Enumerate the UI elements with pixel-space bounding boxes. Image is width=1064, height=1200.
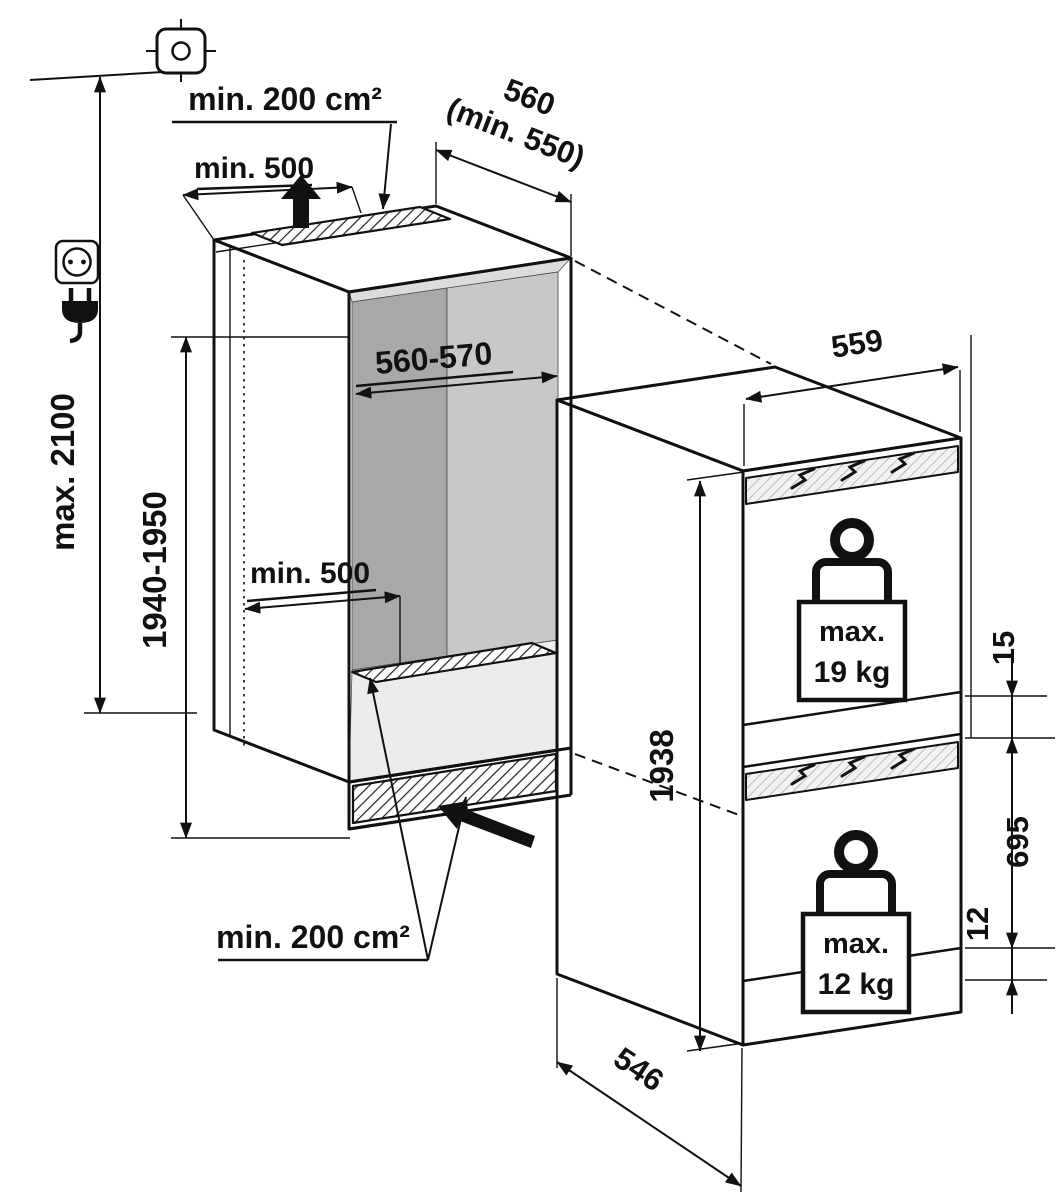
dim-overall-height: max. 2100 <box>44 76 197 714</box>
niche-left-face <box>212 238 351 784</box>
lower-door-weight-prefix: max. <box>823 928 889 960</box>
niche-interior-back-wall <box>446 271 559 657</box>
appliance-height-label: 1938 <box>643 729 680 802</box>
lower-door-trim <box>745 741 959 801</box>
upper-door-weight-prefix: max. <box>819 616 885 648</box>
niche-slab-bottom-edge <box>348 793 572 831</box>
appliance-drawing: max. 19 kg max. 12 kg <box>555 365 963 1047</box>
upper-door-weight-icon: max. 19 kg <box>796 518 908 703</box>
upper-door-weight-label: 19 kg <box>814 656 891 689</box>
power-plug-icon <box>62 288 98 344</box>
dim-right-chain: 15 695 12 <box>960 631 1055 1014</box>
upper-door-trim <box>745 445 959 505</box>
lower-door-height-label: 695 <box>1000 816 1035 868</box>
niche-drawing <box>212 175 573 848</box>
appliance-width-label: 559 <box>829 322 885 364</box>
projection-line-bottom <box>574 753 740 816</box>
niche-opening-bottom-edge <box>348 746 572 784</box>
top-vent-area-label: min. 200 cm² <box>188 81 382 117</box>
appliance-depth-label: 546 <box>608 1040 670 1098</box>
dim-bottom-vent-area: min. 200 cm² <box>216 677 469 962</box>
dim-appliance-height: 1938 <box>643 471 745 1052</box>
dim-niche-height: 1940-1950 <box>136 336 350 839</box>
reference-line <box>29 71 164 81</box>
dim-top-vent-area: min. 200 cm² <box>172 81 397 210</box>
dim-floor-vent-width: min. 500 <box>244 557 401 664</box>
bottom-gap-label: 12 <box>960 907 995 941</box>
dim-appliance-width: 559 <box>743 322 972 738</box>
lower-door-weight-icon: max. 12 kg <box>800 830 912 1015</box>
floor-vent-width-label: min. 500 <box>250 557 370 590</box>
top-vent-width-label: min. 500 <box>194 152 314 185</box>
lower-door-weight-label: 12 kg <box>818 968 895 1001</box>
position-datum-icon <box>146 19 216 82</box>
top-gap-label: 15 <box>986 631 1021 665</box>
appliance-side-face <box>555 398 745 1047</box>
bottom-vent-area-label: min. 200 cm² <box>216 919 410 955</box>
upper-door-bottom-edge <box>742 690 962 727</box>
appliance-front-face <box>741 436 963 1047</box>
dim-inner-width: 560-570 <box>355 335 558 399</box>
power-socket-icon <box>54 239 100 285</box>
niche-height-label: 1940-1950 <box>136 491 173 649</box>
overall-height-label: max. 2100 <box>44 393 81 551</box>
projection-line-top <box>574 260 772 365</box>
top-vent-cutout <box>250 205 452 247</box>
dim-top-vent-width: min. 500 <box>182 152 362 241</box>
lower-door-top-edge <box>742 732 962 769</box>
